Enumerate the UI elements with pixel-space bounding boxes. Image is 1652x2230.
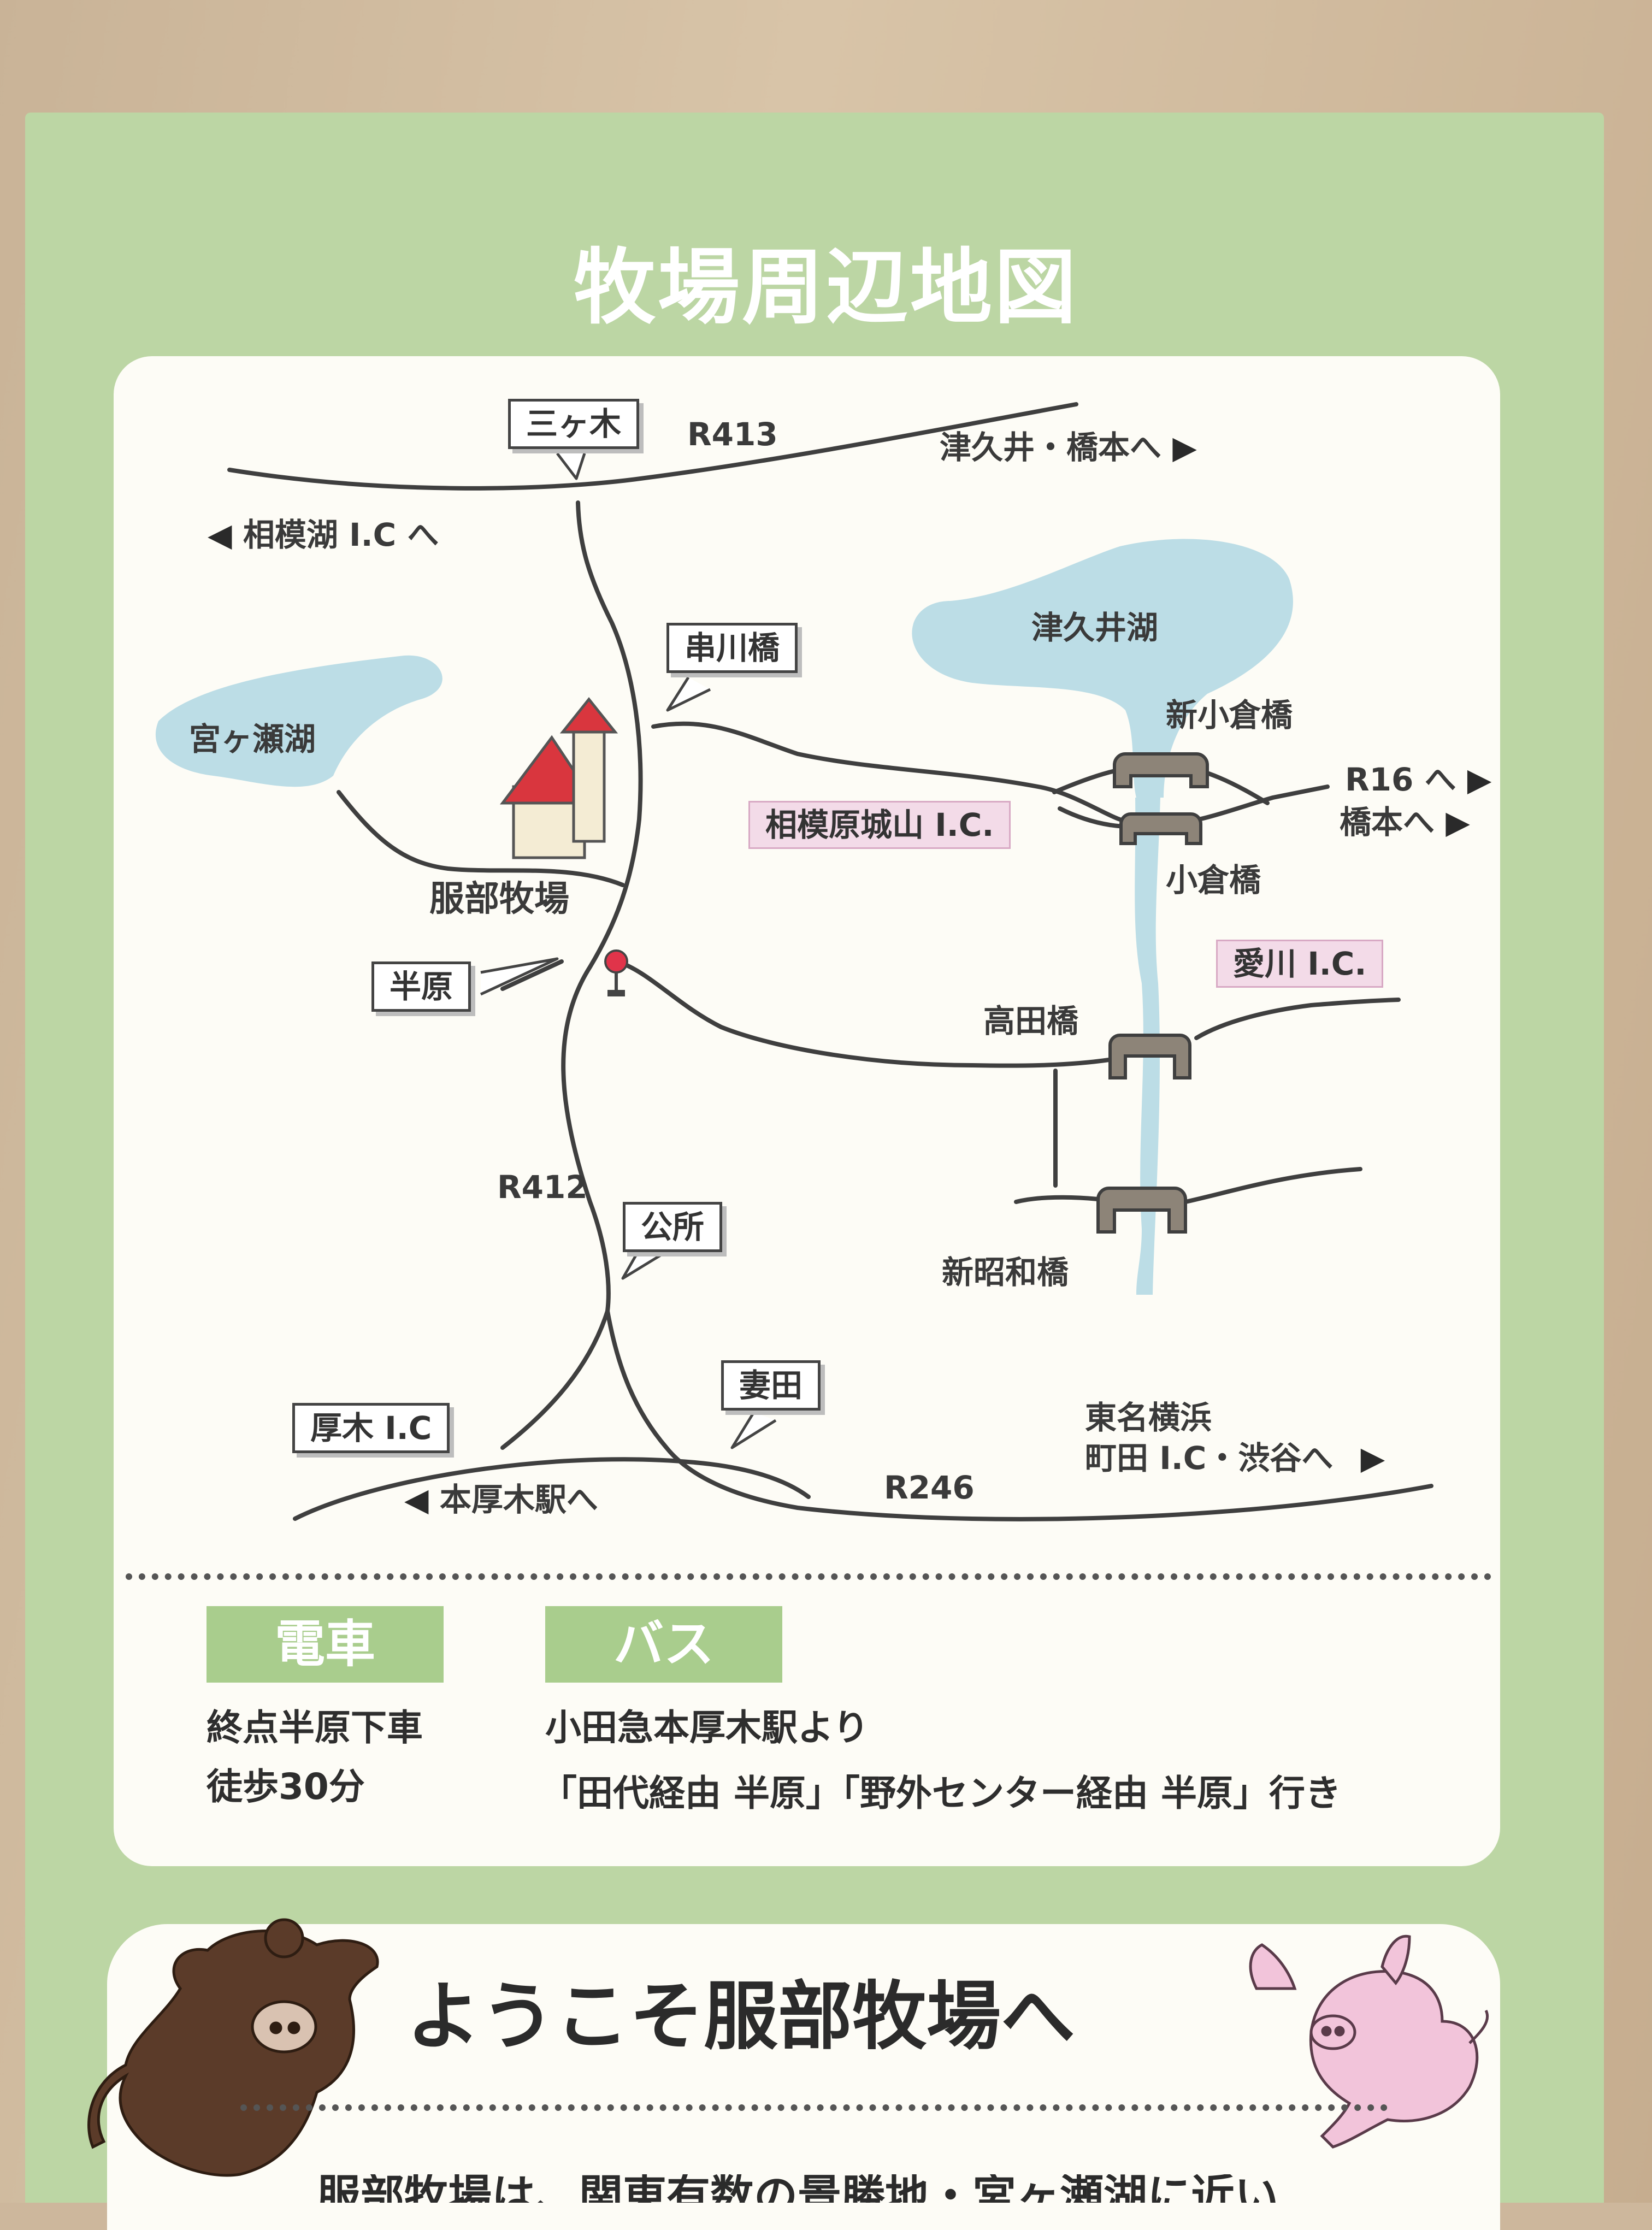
pig-illustration-icon [1249, 1934, 1489, 2149]
bus-line1: 小田急本厚木駅より [545, 1707, 869, 1749]
train-line1: 終点半原下車 [206, 1707, 423, 1749]
welcome-dotted-divider [240, 2104, 1388, 2111]
direction-hashimoto-text: 橋本へ [1340, 804, 1435, 841]
farm-building-icon [500, 697, 618, 859]
road-miyagase [337, 790, 625, 887]
road-kushikawa [651, 721, 1122, 822]
sign-atsugi-ic: 厚木 I.C [292, 1403, 450, 1453]
arrow-left-icon: ◀ [208, 516, 232, 553]
road-label-r413: R413 [687, 416, 778, 453]
road-label-r246: R246 [884, 1469, 975, 1506]
sign-kousho: 公所 [623, 1202, 723, 1252]
road-shinshowa [1014, 1167, 1362, 1204]
direction-r16: R16 へ ▶ [1345, 764, 1491, 795]
bridge-label-shin-ogura: 新小倉橋 [1166, 697, 1293, 734]
ic-aikawa: 愛川 I.C. [1216, 940, 1384, 988]
dotted-divider [126, 1573, 1491, 1580]
sign-hanbara: 半原 [371, 961, 471, 1012]
sign-saijo: 妻田 [721, 1360, 821, 1411]
road-label-r412: R412 [497, 1169, 588, 1206]
bridge-takata [1108, 1034, 1191, 1079]
bridge-ogura [1119, 812, 1202, 845]
arrow-right-icon: ▶ [1360, 1440, 1385, 1477]
bus-stop-icon [604, 949, 628, 996]
train-line2: 徒歩30分 [206, 1766, 365, 1808]
road-hanbara [500, 959, 564, 991]
train-tag: 電車 [206, 1606, 444, 1683]
road-r413 [227, 402, 1078, 491]
bridge-shin-ogura [1113, 752, 1209, 788]
arrow-left-icon: ◀ [404, 1481, 429, 1518]
road-to-atsugi-ic [500, 1309, 610, 1450]
road-r412 [561, 500, 1433, 1521]
miyagase-lake [155, 655, 442, 787]
tsukui-lake [912, 539, 1293, 798]
road-r246 [293, 1457, 811, 1521]
bridge-label-takata: 高田橋 [983, 1002, 1079, 1040]
direction-hon-atsugi-text: 本厚木駅へ [439, 1481, 598, 1518]
lake-label-tsukui: 津久井湖 [1031, 609, 1159, 646]
direction-hon-atsugi: ◀ 本厚木駅へ [404, 1484, 598, 1515]
welcome-title: ようこそ服部牧場へ [406, 1974, 1075, 2060]
road-takata [615, 959, 1111, 1068]
sign-mikagi: 三ヶ木 [508, 399, 640, 449]
direction-tomei-line2: 町田 I.C・渋谷へ ▶ [1085, 1442, 1385, 1474]
farm-label: 服部牧場 [429, 879, 569, 919]
sign-tail-saijo [730, 1411, 777, 1449]
direction-tsukui-hashimoto: 津久井・橋本へ ▶ [940, 432, 1197, 463]
direction-sagamiko-ic: ◀ 相模湖 I.C へ [208, 519, 439, 551]
direction-tomei-line2-text: 町田 I.C・渋谷へ [1085, 1440, 1334, 1477]
sign-tail-kushikawa [666, 676, 711, 712]
sign-tail-mikagi [556, 452, 586, 480]
bus-line2: 「田代経由 半原」「野外センター経由 半原」行き [541, 1772, 1341, 1814]
bridge-label-ogura: 小倉橋 [1166, 862, 1261, 899]
lake-label-miyagase: 宮ヶ瀬湖 [189, 721, 316, 758]
road-aikawa [1194, 998, 1401, 1040]
bridges [1096, 752, 1209, 1234]
sign-kushikawa-bridge: 串川橋 [666, 623, 798, 673]
map-title: 牧場周辺地図 [573, 240, 1078, 335]
arrow-right-icon: ▶ [1172, 429, 1197, 466]
direction-tsukui-hashimoto-text: 津久井・橋本へ [940, 429, 1162, 466]
arrow-right-icon: ▶ [1446, 804, 1470, 841]
welcome-text: 服部牧場は、関東有数の景勝地・宮ヶ瀬湖に近い [317, 2174, 1278, 2203]
bus-tag: バス [545, 1606, 782, 1683]
cow-illustration-icon [87, 1918, 379, 2177]
arrow-right-icon: ▶ [1467, 761, 1492, 798]
bridge-label-shin-showa: 新昭和橋 [942, 1254, 1069, 1291]
ic-sagamihara-shiroyama: 相模原城山 I.C. [748, 801, 1011, 849]
direction-r16-text: R16 へ [1345, 761, 1456, 798]
bridge-shin-showa [1096, 1187, 1187, 1234]
direction-tomei-line1: 東名横浜 [1085, 1399, 1212, 1436]
direction-sagamiko-ic-text: 相模湖 I.C へ [243, 516, 439, 553]
sign-tail-hanbara [480, 957, 559, 996]
direction-hashimoto: 橋本へ ▶ [1340, 806, 1470, 838]
